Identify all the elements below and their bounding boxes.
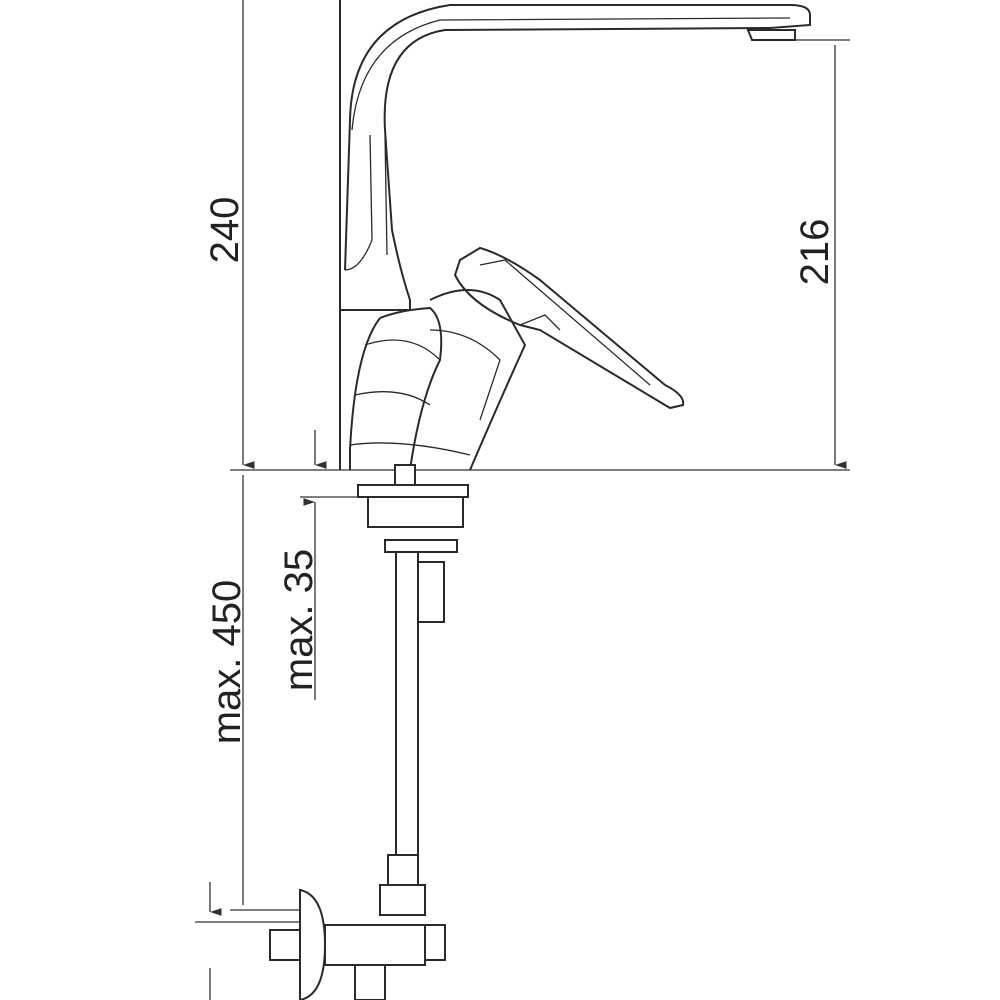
valve-dimension <box>195 882 300 1000</box>
dimension-216: 216 <box>790 39 850 469</box>
dimension-max-35-label: max. 35 <box>277 549 321 691</box>
faucet-body <box>339 0 811 471</box>
dimension-240: 240 <box>203 0 255 469</box>
mounting-hardware <box>357 464 469 883</box>
dimension-240-label: 240 <box>203 197 247 264</box>
dimension-max-450: max. 450 <box>205 475 320 911</box>
dimension-max-35: max. 35 <box>277 430 360 700</box>
dimension-max-450-label: max. 450 <box>205 580 249 745</box>
dimension-216-label: 216 <box>793 219 837 286</box>
angle-valve <box>269 854 446 1000</box>
